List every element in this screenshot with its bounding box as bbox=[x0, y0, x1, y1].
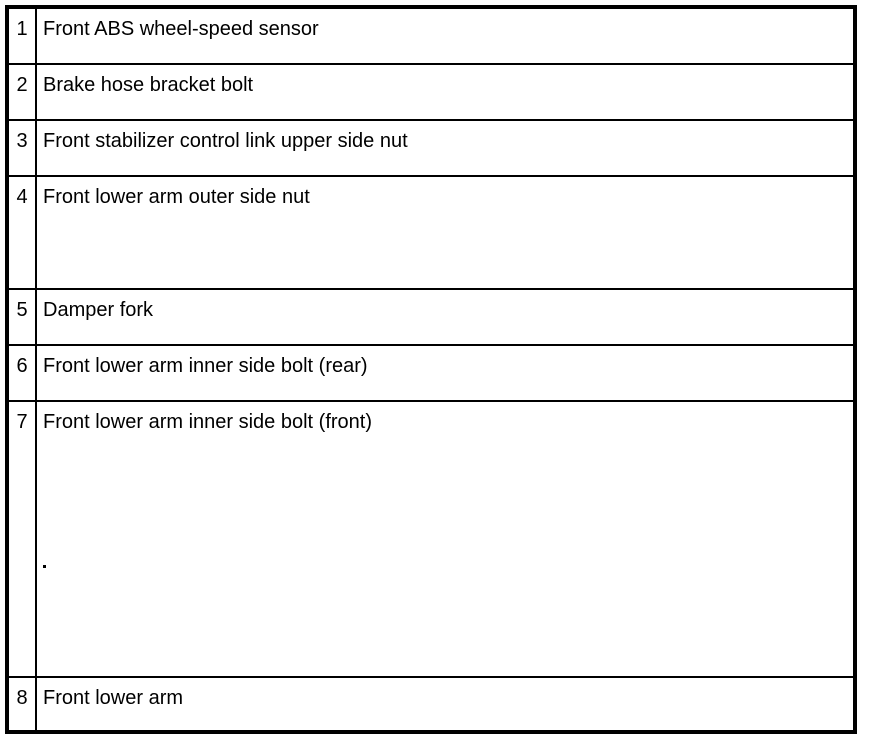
table-row: 7 Front lower arm inner side bolt (front… bbox=[9, 401, 853, 678]
parts-callout-table: 1 Front ABS wheel-speed sensor 2 Brake h… bbox=[5, 5, 857, 734]
callout-description-cell: Front ABS wheel-speed sensor bbox=[36, 9, 853, 65]
callout-description-cell: Front lower arm inner side bolt (front) bbox=[36, 401, 853, 678]
callout-number-cell: 8 bbox=[9, 677, 37, 730]
callout-number-cell: 2 bbox=[9, 64, 37, 121]
table-row: 1 Front ABS wheel-speed sensor bbox=[9, 9, 853, 65]
callout-description-cell: Brake hose bracket bolt bbox=[36, 64, 853, 121]
callout-description-cell: Front lower arm inner side bolt (rear) bbox=[36, 345, 853, 402]
parts-table-body: 1 Front ABS wheel-speed sensor 2 Brake h… bbox=[9, 9, 853, 730]
parts-table-grid: 1 Front ABS wheel-speed sensor 2 Brake h… bbox=[9, 9, 853, 730]
callout-description-cell: Front stabilizer control link upper side… bbox=[36, 120, 853, 177]
callout-number-cell: 7 bbox=[9, 401, 37, 678]
callout-number-cell: 6 bbox=[9, 345, 37, 402]
table-row: 2 Brake hose bracket bolt bbox=[9, 64, 853, 121]
callout-number-cell: 1 bbox=[9, 9, 37, 65]
page-canvas: 1 Front ABS wheel-speed sensor 2 Brake h… bbox=[5, 5, 857, 734]
table-row: 3 Front stabilizer control link upper si… bbox=[9, 120, 853, 177]
callout-description-cell: Front lower arm outer side nut bbox=[36, 176, 853, 290]
table-row: 5 Damper fork bbox=[9, 289, 853, 346]
callout-number-cell: 5 bbox=[9, 289, 37, 346]
callout-number-cell: 4 bbox=[9, 176, 37, 290]
callout-description-cell: Front lower arm bbox=[36, 677, 853, 730]
callout-description-cell: Damper fork bbox=[36, 289, 853, 346]
table-row: 8 Front lower arm bbox=[9, 677, 853, 730]
ink-speck-artifact bbox=[43, 565, 46, 568]
table-row: 4 Front lower arm outer side nut bbox=[9, 176, 853, 290]
callout-number-cell: 3 bbox=[9, 120, 37, 177]
table-row: 6 Front lower arm inner side bolt (rear) bbox=[9, 345, 853, 402]
